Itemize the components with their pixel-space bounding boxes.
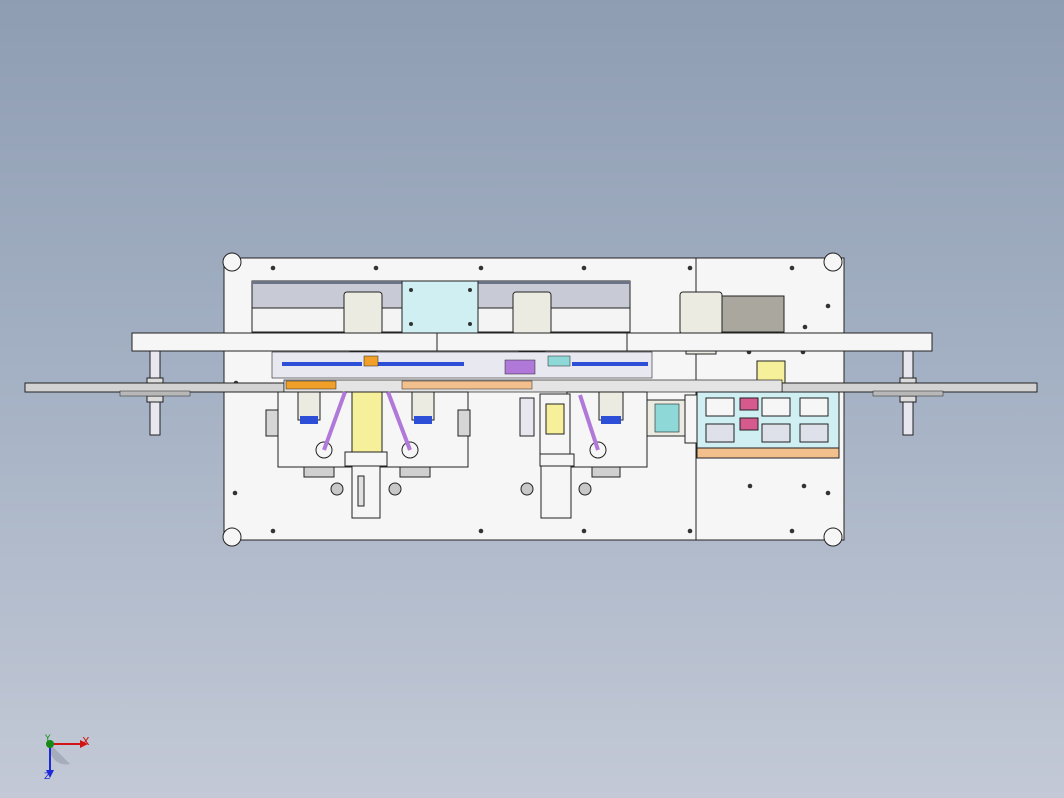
axis-z-label: Z xyxy=(44,772,51,782)
conveyor-rail xyxy=(24,379,1038,393)
upper-cyan-panel xyxy=(401,280,479,334)
coordinate-triad-icon xyxy=(46,740,88,778)
station-middle xyxy=(519,391,648,519)
top-beam xyxy=(131,332,933,352)
actuator-right xyxy=(646,394,698,444)
upper-middle-window xyxy=(477,280,631,333)
right-gray-block xyxy=(721,295,785,333)
mechanism-band xyxy=(271,351,786,384)
axis-x-label: X xyxy=(82,735,90,748)
rail-end-caps xyxy=(119,390,944,397)
cyan-modules xyxy=(696,391,840,459)
station-left xyxy=(265,391,471,519)
axis-y-label: Y xyxy=(45,734,51,744)
